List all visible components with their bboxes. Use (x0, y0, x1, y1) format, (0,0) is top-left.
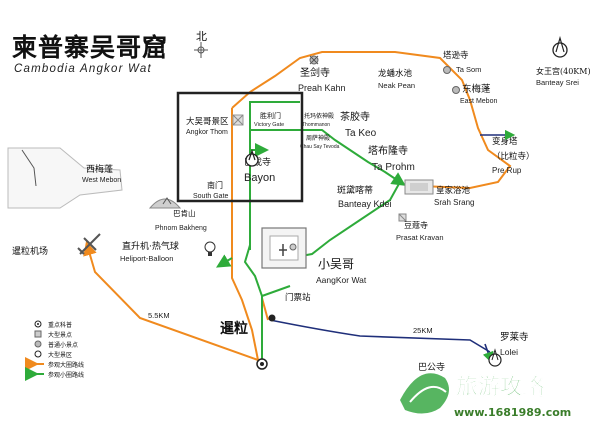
south-gate-en: South Gate (193, 193, 229, 200)
chau-say-zh: 周萨神殿 (306, 134, 330, 142)
angkor-wat-zh: 小吴哥 (318, 257, 354, 271)
angkor-wat-en: AangKor Wat (316, 275, 367, 285)
lolei-zh: 罗莱寺 (500, 331, 529, 343)
legend-label-2: 大型景点 (48, 331, 72, 339)
east-mebon-en: East Mebon (460, 98, 497, 105)
ta-prohm-zh: 塔布隆寺 (368, 144, 408, 157)
ta-keo-en: Ta Keo (345, 128, 377, 139)
phnom-bakheng-zh: 巴肯山 (173, 208, 196, 218)
east-mebon-icon (452, 86, 460, 94)
victory-gate-en: Victory Gate (254, 122, 284, 128)
banteay-srei-temple-icon (552, 35, 568, 58)
road-to-roluos (269, 319, 491, 353)
neak-pean-en: Neak Pean (378, 81, 415, 90)
legend-label-1: 重点科普 (48, 321, 72, 329)
small-circuit-route (215, 101, 406, 360)
pre-rup-zh: 变身塔 (492, 136, 518, 147)
compass-icon: 北 (194, 30, 208, 58)
map-title-en: Cambodia Angkor Wat (14, 63, 152, 75)
ta-som-icon (443, 66, 451, 74)
svg-text:北: 北 (196, 30, 207, 43)
big-circuit-route (83, 51, 512, 361)
legend-label-4: 大型景区 (48, 351, 72, 359)
angkor-thom-gate-icon (232, 114, 244, 126)
banteay-srei-zh: 女王宫(40KM) (536, 66, 591, 76)
watermark-url: www.1681989.com (454, 406, 571, 419)
ta-som-en: Ta Som (456, 65, 481, 74)
lolei-en: Lolei (500, 347, 518, 357)
banteay-kdei-zh: 斑黛喀蒂 (337, 184, 373, 196)
distance-roluos: 25KM (413, 326, 433, 335)
map-title-zh: 柬普寨吴哥窟 (12, 33, 168, 62)
siem-reap-marker (256, 358, 268, 370)
ta-som-zh: 塔逊寺 (443, 50, 469, 61)
angkor-thom-frame (176, 91, 304, 203)
heliport-en: Heliport-Balloon (120, 254, 173, 263)
bayon-en: Bayon (244, 172, 275, 184)
siem-reap-zh: 暹粒 (220, 320, 248, 337)
prasat-kravan-en: Prasat Kravan (396, 233, 444, 242)
victory-gate-zh: 胜利门 (260, 111, 281, 120)
mountain-icon (148, 197, 182, 209)
south-gate-zh: 南门 (207, 180, 223, 190)
ticket-office-marker (268, 314, 276, 322)
prasat-kravan-icon (398, 213, 407, 222)
roluos-group-zh: 巴公寺 (418, 362, 445, 373)
chau-say-en: Chau Say Tevoda (300, 144, 340, 150)
airplane-icon (77, 233, 101, 255)
west-mebon-lake (7, 147, 123, 209)
map-legend: 重点科普 大型景点 普通小景点 大型景区 参观大圈路线 参观小圈路线 (25, 320, 84, 381)
ta-keo-zh: 茶胶寺 (340, 110, 370, 123)
heliport-zh: 直升机·热气球 (122, 240, 179, 252)
angkor-thom-zh: 大吴哥景区 (186, 116, 229, 127)
srah-srang-pool-icon (404, 179, 434, 195)
airport-zh: 暹粒机场 (12, 245, 48, 257)
thommanon-en: Thommanon (302, 122, 330, 128)
srah-srang-en: Srah Srang (434, 198, 474, 207)
phnom-bakheng-en: Phnom Bakheng (155, 225, 207, 232)
west-mebon-en: West Mebon (82, 177, 121, 184)
balloon-icon (204, 241, 216, 256)
legend-marker-small (34, 340, 42, 348)
pre-rup-en: Pre Rup (492, 166, 522, 175)
angkor-wat-moat (261, 227, 307, 269)
legend-label-6: 参观小圈路线 (48, 371, 84, 379)
legend-label-3: 普通小景点 (48, 341, 78, 349)
lolei-temple-icon (488, 348, 502, 367)
angkor-thom-en: Angkor Thom (186, 129, 228, 136)
legend-marker-major (34, 320, 42, 328)
watermark-text: 旅游攻略 (456, 374, 545, 400)
preah-kahn-en: Preah Kahn (298, 83, 346, 93)
preah-kahn-icon (309, 55, 319, 65)
thommanon-zh: 托玛侬神殿 (304, 112, 334, 120)
legend-marker-large (34, 330, 42, 338)
banteay-srei-en: Banteay Srei (536, 78, 579, 87)
west-mebon-zh: 西梅蓬 (86, 163, 113, 175)
prasat-kravan-zh: 豆蔻寺 (404, 220, 428, 230)
bayon-temple-icon (245, 149, 259, 167)
banteay-kdei-en: Banteay Kdei (338, 199, 392, 209)
watermark-logo: 旅游攻略 www.1681989.com (400, 373, 571, 419)
legend-marker-area (34, 350, 42, 358)
preah-kahn-zh: 圣剑寺 (300, 66, 330, 79)
neak-pean-zh: 龙蟠水池 (378, 68, 413, 79)
ta-prohm-en: Ta Prohm (372, 162, 415, 173)
pre-rup-alt-zh: （比粒寺） (492, 151, 535, 162)
distance-airport: 5.5KM (148, 311, 170, 320)
east-mebon-zh: 东梅蓬 (462, 83, 491, 95)
srah-srang-zh: 皇家浴池 (436, 185, 471, 196)
ticket-office-zh: 门票站 (285, 292, 311, 303)
legend-label-5: 参观大圈路线 (48, 361, 84, 369)
